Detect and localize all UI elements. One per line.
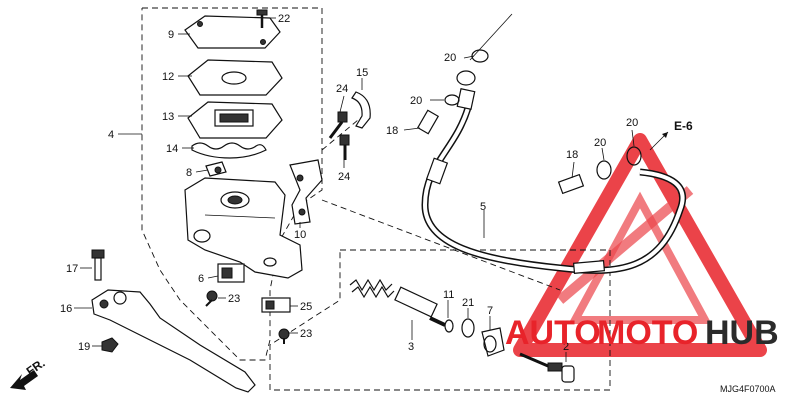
label-part-4: 4 xyxy=(108,129,114,141)
part-clip-ring xyxy=(461,318,475,338)
part-master-cylinder-body xyxy=(184,177,303,279)
label-part-15: 15 xyxy=(356,67,368,79)
part-diaphragm xyxy=(187,101,283,139)
part-seal xyxy=(191,142,267,159)
part-piston-rod xyxy=(394,286,446,327)
front-direction-arrow xyxy=(10,370,38,390)
label-part-11: 11 xyxy=(443,289,454,301)
label-part-20a: 20 xyxy=(444,52,456,64)
label-part-2: 2 xyxy=(563,341,569,353)
label-part-5: 5 xyxy=(480,201,486,213)
label-part-20b: 20 xyxy=(410,95,422,107)
label-part-14: 14 xyxy=(166,143,178,155)
part-reservoir-plate xyxy=(187,59,283,96)
label-part-19: 19 xyxy=(78,341,90,353)
part-brake-lever xyxy=(91,289,256,393)
label-part-6: 6 xyxy=(198,273,204,285)
part-bolt-24b xyxy=(339,134,350,160)
part-brake-hose xyxy=(421,88,686,274)
label-part-24a: 24 xyxy=(336,83,348,95)
label-part-7: 7 xyxy=(487,305,493,317)
part-bolt-18a xyxy=(416,109,440,135)
group-3-outline xyxy=(269,249,611,391)
group-4-outline xyxy=(141,7,323,361)
part-washer-20c xyxy=(596,160,612,180)
part-labels: 9 22 12 13 14 8 4 10 24 15 24 17 16 19 6… xyxy=(24,13,776,394)
label-part-8: 8 xyxy=(186,167,192,179)
label-part-10: 10 xyxy=(294,229,306,241)
part-piston-spring xyxy=(349,278,395,299)
ref-arrow-head xyxy=(662,132,668,138)
part-clip xyxy=(205,161,227,177)
part-banjo-eye xyxy=(456,70,476,86)
label-part-9: 9 xyxy=(168,29,174,41)
label-part-17: 17 xyxy=(66,263,78,275)
part-boot xyxy=(481,327,505,357)
label-part-23b: 23 xyxy=(300,328,312,340)
label-part-18a: 18 xyxy=(386,125,398,137)
part-washer-20b xyxy=(444,94,460,106)
watermark-text-hub: HUB xyxy=(705,314,779,352)
hose-end-line xyxy=(469,13,513,61)
part-reservoir-cap xyxy=(184,15,281,49)
label-part-23a: 23 xyxy=(228,293,240,305)
part-ring xyxy=(444,319,454,333)
part-push-rod xyxy=(519,352,575,383)
part-pivot-bolt xyxy=(91,249,105,281)
hose-leader xyxy=(321,199,561,291)
label-part-12: 12 xyxy=(162,71,174,83)
label-part-3: 3 xyxy=(408,341,414,353)
label-part-25: 25 xyxy=(300,301,312,313)
part-bolt-18b xyxy=(557,173,585,195)
watermark-text-auto: AUTO xyxy=(505,314,601,352)
ref-label-e6: E-6 xyxy=(674,119,693,133)
watermark-text-moto: MOTO xyxy=(597,314,698,352)
leader-lines xyxy=(74,17,635,362)
label-part-13: 13 xyxy=(162,111,174,123)
part-switch-25 xyxy=(261,297,291,313)
part-bolt-24a xyxy=(328,111,348,139)
part-bracket xyxy=(289,159,323,225)
part-nut xyxy=(101,337,119,353)
label-part-20c: 20 xyxy=(594,137,606,149)
part-screw-22 xyxy=(256,9,268,28)
label-part-18b: 18 xyxy=(566,149,578,161)
diagram-code: MJG4F0700A xyxy=(720,384,776,394)
label-part-21: 21 xyxy=(462,297,474,309)
watermark-text: AUTO MOTO HUB xyxy=(505,314,779,352)
label-part-16: 16 xyxy=(60,303,72,315)
part-screw-23a xyxy=(205,290,218,307)
watermark-logo xyxy=(513,133,767,357)
label-part-22: 22 xyxy=(278,13,290,25)
part-washer-20d xyxy=(626,146,642,166)
label-part-20d: 20 xyxy=(626,117,638,129)
part-screw-23b xyxy=(278,328,290,344)
part-washer-20a xyxy=(471,49,489,63)
part-clamp xyxy=(351,91,371,129)
label-part-24b: 24 xyxy=(338,171,350,183)
part-switch xyxy=(217,263,245,283)
